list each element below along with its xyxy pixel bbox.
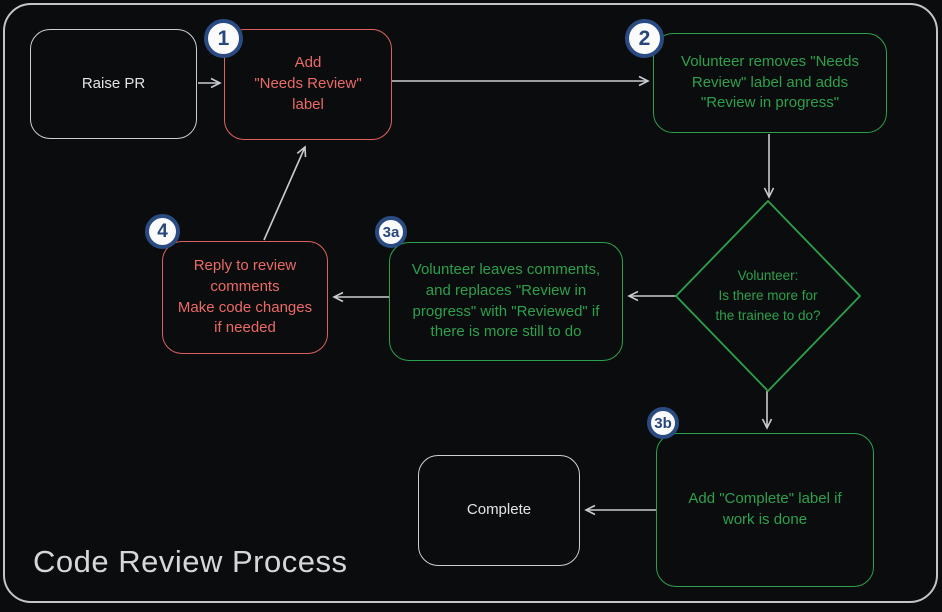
node-decision-label: Volunteer: Is there more for the trainee… bbox=[715, 267, 821, 324]
node-complete-label: Complete bbox=[466, 501, 532, 519]
node-raise-pr: Raise PR bbox=[30, 29, 197, 139]
step-badge-4-label: 4 bbox=[157, 220, 168, 242]
node-add-needs-review: Add "Needs Review" label bbox=[224, 29, 392, 140]
node-add-needs-review-label: Add "Needs Review" label bbox=[254, 54, 362, 113]
node-volunteer-comments-label: Volunteer leaves comments, and replaces … bbox=[411, 261, 601, 341]
node-volunteer-removes: Volunteer removes "Needs Review" label a… bbox=[653, 33, 887, 133]
step-badge-2-label: 2 bbox=[638, 26, 651, 50]
step-badge-1: 1 bbox=[204, 19, 243, 58]
step-badge-4: 4 bbox=[145, 214, 180, 249]
step-badge-3b-label: 3b bbox=[654, 414, 672, 432]
step-badge-3a: 3a bbox=[375, 216, 407, 248]
node-volunteer-removes-label: Volunteer removes "Needs Review" label a… bbox=[681, 52, 859, 112]
step-badge-1-label: 1 bbox=[217, 26, 230, 50]
node-volunteer-comments: Volunteer leaves comments, and replaces … bbox=[389, 242, 623, 361]
canvas-frame bbox=[3, 3, 938, 603]
step-badge-2: 2 bbox=[625, 19, 664, 58]
node-reply-to-review: Reply to review comments Make code chang… bbox=[162, 241, 328, 354]
node-decision: Volunteer: Is there more for the trainee… bbox=[688, 254, 848, 338]
node-add-complete: Add "Complete" label if work is done bbox=[656, 433, 874, 587]
node-raise-pr-label: Raise PR bbox=[81, 74, 146, 92]
node-complete: Complete bbox=[418, 455, 580, 566]
step-badge-3a-label: 3a bbox=[382, 223, 400, 241]
node-add-complete-label: Add "Complete" label if work is done bbox=[688, 490, 842, 528]
step-badge-3b: 3b bbox=[647, 407, 679, 439]
node-reply-to-review-label: Reply to review comments Make code chang… bbox=[177, 257, 313, 337]
page-title: Code Review Process bbox=[33, 544, 348, 579]
